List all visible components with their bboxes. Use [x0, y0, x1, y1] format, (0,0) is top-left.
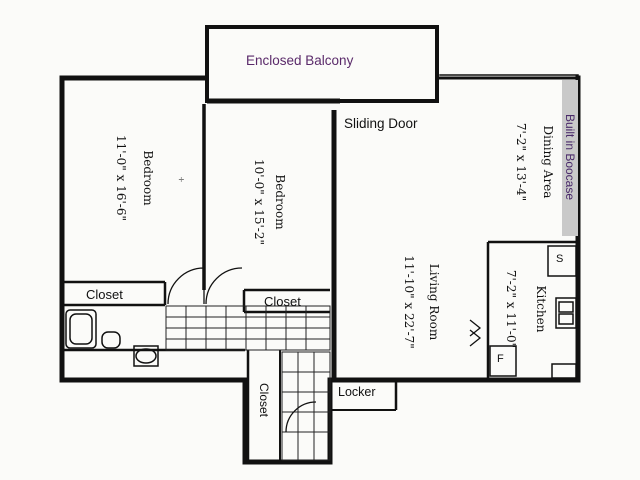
bathroom-fixtures [65, 309, 159, 367]
door-swings [167, 267, 482, 433]
balcony-label: Enclosed Balcony [246, 53, 354, 68]
builtin-bookcase [562, 80, 578, 236]
builtin-bookcase-label: Built in Boocase [563, 113, 577, 201]
stove-label: S [556, 253, 564, 265]
bedroom-left-name: Bedroom [141, 150, 155, 206]
dining-area-name: Dining Area [541, 125, 555, 199]
hallway-tiles [165, 305, 331, 461]
closet-middle-label: Closet [264, 294, 301, 309]
dining-area-size: 7'-2" x 13'-4" [514, 122, 528, 202]
fridge-label: F [497, 353, 504, 365]
kitchen-name: Kitchen [534, 285, 548, 333]
bedroom-middle-name: Bedroom [273, 174, 287, 230]
sliding-door-label: Sliding Door [344, 116, 418, 131]
exterior-walls [59, 74, 581, 465]
closet-left-label: Closet [86, 287, 123, 302]
enclosed-balcony-area [205, 25, 439, 104]
living-room-name: Living Room [427, 263, 441, 341]
kitchen-fixtures [489, 245, 577, 379]
bedroom-left-size: 11'-0" x 16'-6" [114, 135, 128, 221]
locker-label: Locker [338, 385, 376, 399]
kitchen-size: 7'-2" x 11'-0" [504, 269, 518, 349]
plan-mark: ÷ [178, 175, 185, 184]
living-room-size: 11'-10" x 22'-7" [402, 255, 416, 349]
bedroom-middle-size: 10'-0" x 15'-2" [252, 159, 266, 245]
closet-hall-label: Closet [257, 382, 271, 417]
interior-walls [62, 104, 578, 462]
